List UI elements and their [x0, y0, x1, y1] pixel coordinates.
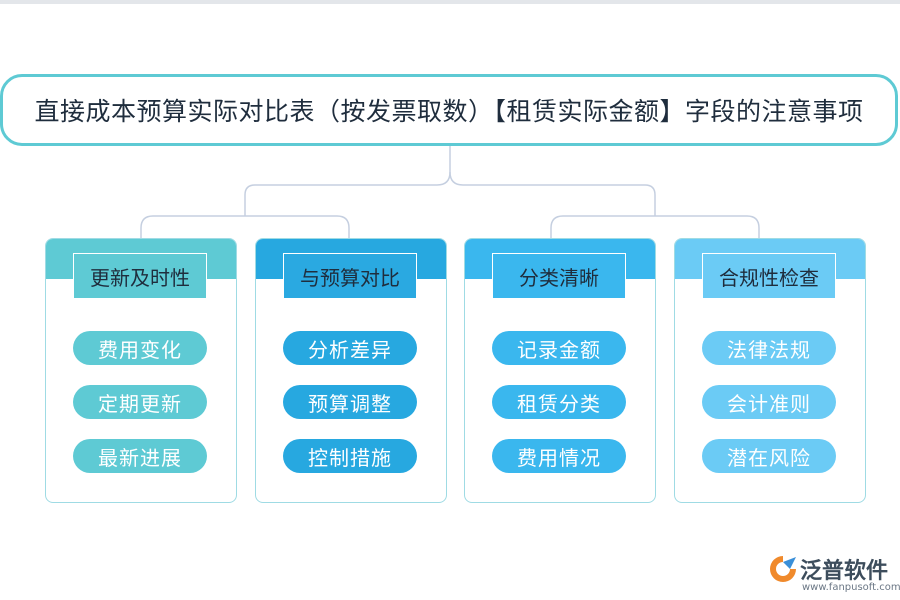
- branch-right: [550, 215, 760, 238]
- item-pill: 预算调整: [283, 385, 417, 419]
- category-card-budget-comparison: 与预算对比 分析差异 预算调整 控制措施: [255, 238, 447, 503]
- item-pill: 租赁分类: [492, 385, 626, 419]
- category-label: 分类清晰: [492, 253, 626, 299]
- logo-icon: [770, 556, 796, 582]
- branch-left: [140, 215, 350, 238]
- item-pill: 定期更新: [73, 385, 207, 419]
- trunk-line: [244, 146, 451, 216]
- category-label: 合规性检查: [702, 253, 836, 299]
- category-card-classification: 分类清晰 记录金额 租赁分类 费用情况: [464, 238, 656, 503]
- item-pill: 最新进展: [73, 439, 207, 473]
- category-card-timeliness: 更新及时性 费用变化 定期更新 最新进展: [45, 238, 237, 503]
- logo-name: 泛普软件: [800, 559, 889, 584]
- item-pill: 分析差异: [283, 331, 417, 365]
- diagram-title: 直接成本预算实际对比表（按发票取数）【租赁实际金额】字段的注意事项: [34, 97, 864, 126]
- brand-logo: 泛普软件 www.fanpusoft.com: [768, 552, 900, 598]
- top-strip: [0, 0, 900, 4]
- item-pill: 费用变化: [73, 331, 207, 365]
- category-label: 更新及时性: [73, 253, 207, 299]
- category-label: 与预算对比: [283, 253, 417, 299]
- category-card-compliance: 合规性检查 法律法规 会计准则 潜在风险: [674, 238, 866, 503]
- item-pill: 记录金额: [492, 331, 626, 365]
- trunk-line-right: [449, 171, 656, 216]
- item-pill: 会计准则: [702, 385, 836, 419]
- logo-url: www.fanpusoft.com: [802, 582, 900, 593]
- item-pill: 潜在风险: [702, 439, 836, 473]
- item-pill: 法律法规: [702, 331, 836, 365]
- item-pill: 费用情况: [492, 439, 626, 473]
- item-pill: 控制措施: [283, 439, 417, 473]
- title-box: 直接成本预算实际对比表（按发票取数）【租赁实际金额】字段的注意事项: [0, 74, 898, 146]
